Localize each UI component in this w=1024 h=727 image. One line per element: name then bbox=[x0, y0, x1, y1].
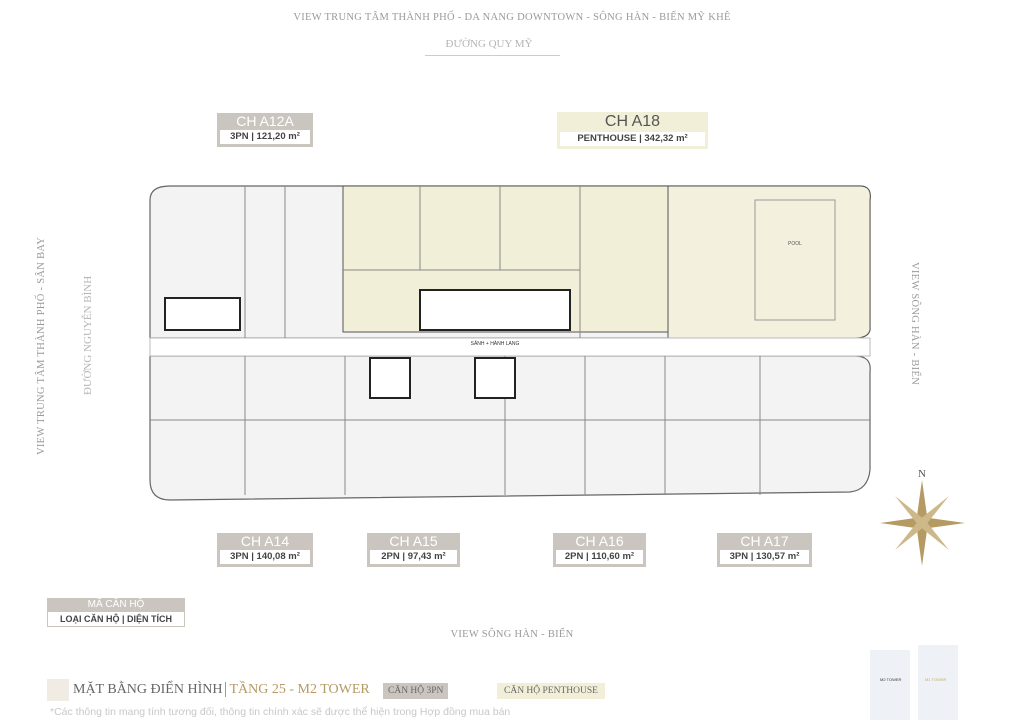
unit-code: CH A16 bbox=[575, 533, 624, 549]
pool bbox=[754, 199, 836, 321]
legend-code: MÃ CĂN HỘ bbox=[87, 599, 145, 610]
lobby-label: SẢNH + HÀNH LANG bbox=[471, 340, 520, 347]
disclaimer: *Các thông tin mang tính tương đối, thôn… bbox=[50, 706, 511, 718]
plan-title: MẶT BẰNG ĐIỂN HÌNH bbox=[73, 682, 223, 697]
key-3pn: CĂN HỘ 3PN bbox=[383, 683, 449, 699]
pattern-icon bbox=[47, 679, 69, 701]
top-view-label: VIEW TRUNG TÂM THÀNH PHỐ - DA NANG DOWNT… bbox=[293, 12, 731, 23]
unit-info: 2PN | 97,43 m² bbox=[370, 550, 457, 564]
road-underline bbox=[425, 55, 560, 56]
tower-m1-label: M1 TOWER bbox=[925, 677, 947, 682]
legend-box: MÃ CĂN HỘ LOẠI CĂN HỘ | DIỆN TÍCH bbox=[47, 598, 185, 627]
unit-info: 2PN | 110,60 m² bbox=[556, 550, 643, 564]
corridor bbox=[149, 337, 871, 357]
unit-info: 3PN | 130,57 m² bbox=[720, 550, 809, 564]
legend-detail: LOẠI CĂN HỘ | DIỆN TÍCH bbox=[48, 612, 184, 626]
unit-info: PENTHOUSE | 342,32 m² bbox=[560, 132, 705, 146]
unit-info: 3PN | 121,20 m² bbox=[220, 130, 310, 144]
floor-title: TẦNG 25 - M2 TOWER bbox=[225, 682, 370, 697]
compass-icon: N bbox=[880, 468, 965, 566]
tower-m2-label: M2 TOWER bbox=[880, 677, 902, 682]
unit-code: CH A17 bbox=[740, 533, 789, 549]
unit-code: CH A15 bbox=[389, 533, 438, 549]
bottom-view-label: VIEW SÔNG HÀN - BIỂN bbox=[450, 629, 574, 640]
top-road-label: ĐƯỜNG QUY MỸ bbox=[445, 38, 533, 50]
room-walls bbox=[150, 186, 870, 495]
compass-north-label: N bbox=[918, 468, 926, 480]
unit-info: 3PN | 140,08 m² bbox=[220, 550, 310, 564]
unit-code: CH A12A bbox=[236, 113, 294, 129]
core bbox=[164, 289, 571, 399]
towers-thumbnail: M2 TOWER M1 TOWER bbox=[870, 645, 958, 720]
unit-code: CH A14 bbox=[240, 533, 290, 549]
pool-label: POOL bbox=[788, 241, 802, 247]
penthouse-terrace bbox=[667, 185, 871, 339]
key-penthouse: CĂN HỘ PENTHOUSE bbox=[497, 683, 605, 699]
south-wing bbox=[149, 355, 871, 501]
unit-code: CH A18 bbox=[604, 113, 661, 130]
